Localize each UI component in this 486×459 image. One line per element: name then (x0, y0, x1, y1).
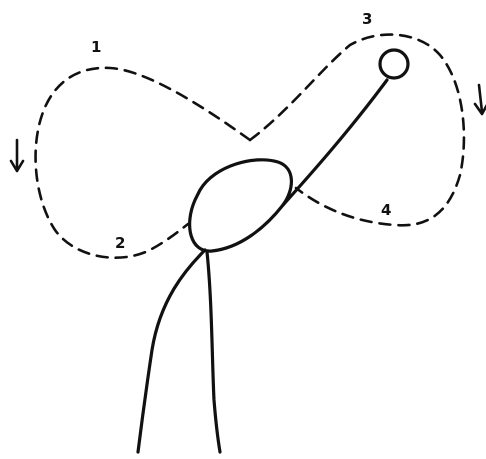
arrow-down-left-icon (11, 140, 23, 171)
motion-path-right-loop (250, 35, 464, 226)
label-position-3: 3 (362, 10, 372, 28)
label-position-2: 2 (115, 234, 125, 252)
figure-body (190, 160, 292, 251)
figure-arm (283, 80, 387, 205)
label-position-1: 1 (91, 38, 101, 56)
figure-right-leg (207, 252, 220, 452)
figure-left-leg (138, 250, 205, 452)
figure-hand (380, 50, 408, 78)
arrow-down-right-icon (475, 85, 486, 114)
motion-path-left-loop (36, 68, 250, 258)
label-position-4: 4 (381, 201, 391, 219)
